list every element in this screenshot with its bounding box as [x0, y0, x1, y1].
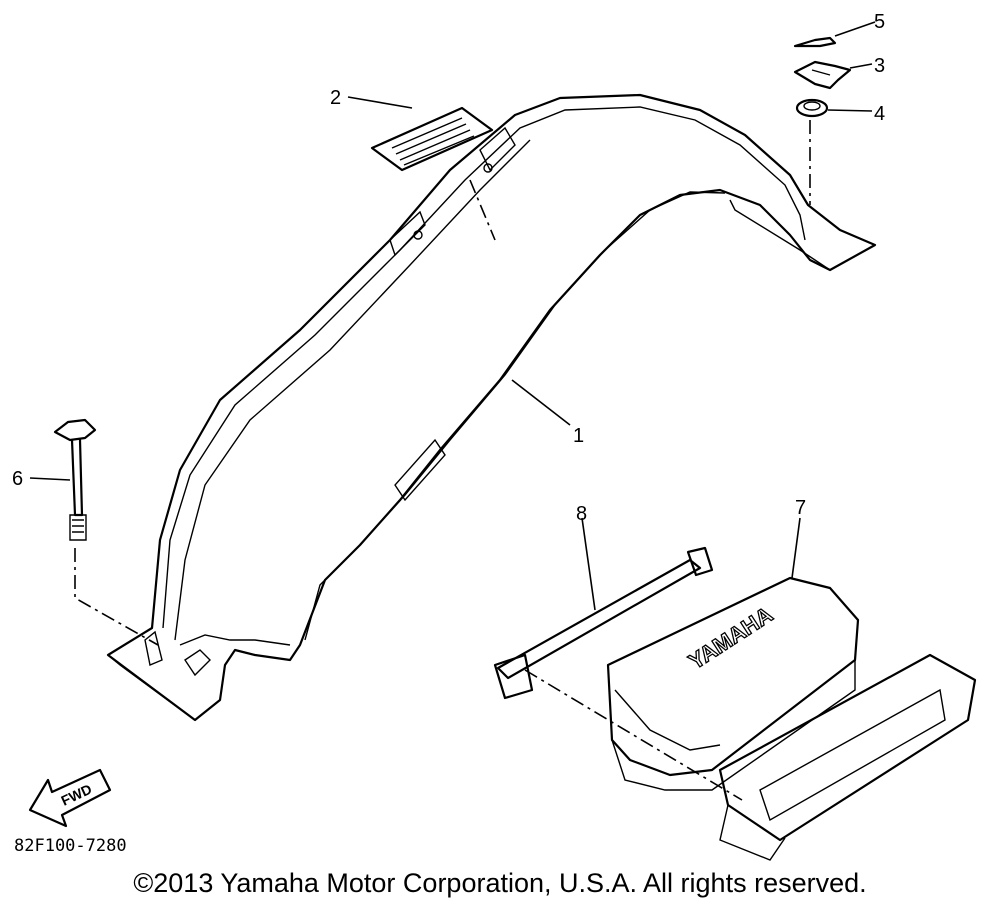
washer [795, 98, 829, 118]
copyright-notice: ©2013 Yamaha Motor Corporation, U.S.A. A… [133, 868, 867, 898]
callout-5: 5 [874, 11, 885, 33]
callout-6: 6 [12, 468, 23, 490]
fwd-arrow-icon: FWD [28, 768, 112, 828]
callout-4: 4 [874, 103, 885, 125]
battery: YAMAHA [606, 576, 860, 791]
battery-tray [718, 653, 977, 861]
leader-lines [29, 21, 876, 611]
battery-strap [493, 546, 714, 700]
battery-brand-text: YAMAHA [683, 601, 777, 675]
wing-nut [793, 60, 852, 90]
callout-8: 8 [576, 503, 587, 525]
fwd-label: FWD [59, 781, 95, 809]
callout-1: 1 [573, 425, 584, 447]
rear-fender [106, 93, 877, 722]
assembly-guide-lines [74, 120, 811, 801]
clip [793, 36, 837, 48]
decal-label [370, 106, 494, 172]
callout-2: 2 [330, 87, 341, 109]
bolt [53, 418, 97, 541]
battery-label: YAMAHA [684, 602, 777, 675]
diagram-code: 82F100-7280 [14, 836, 127, 856]
callout-7: 7 [795, 497, 806, 519]
callout-3: 3 [874, 55, 885, 77]
